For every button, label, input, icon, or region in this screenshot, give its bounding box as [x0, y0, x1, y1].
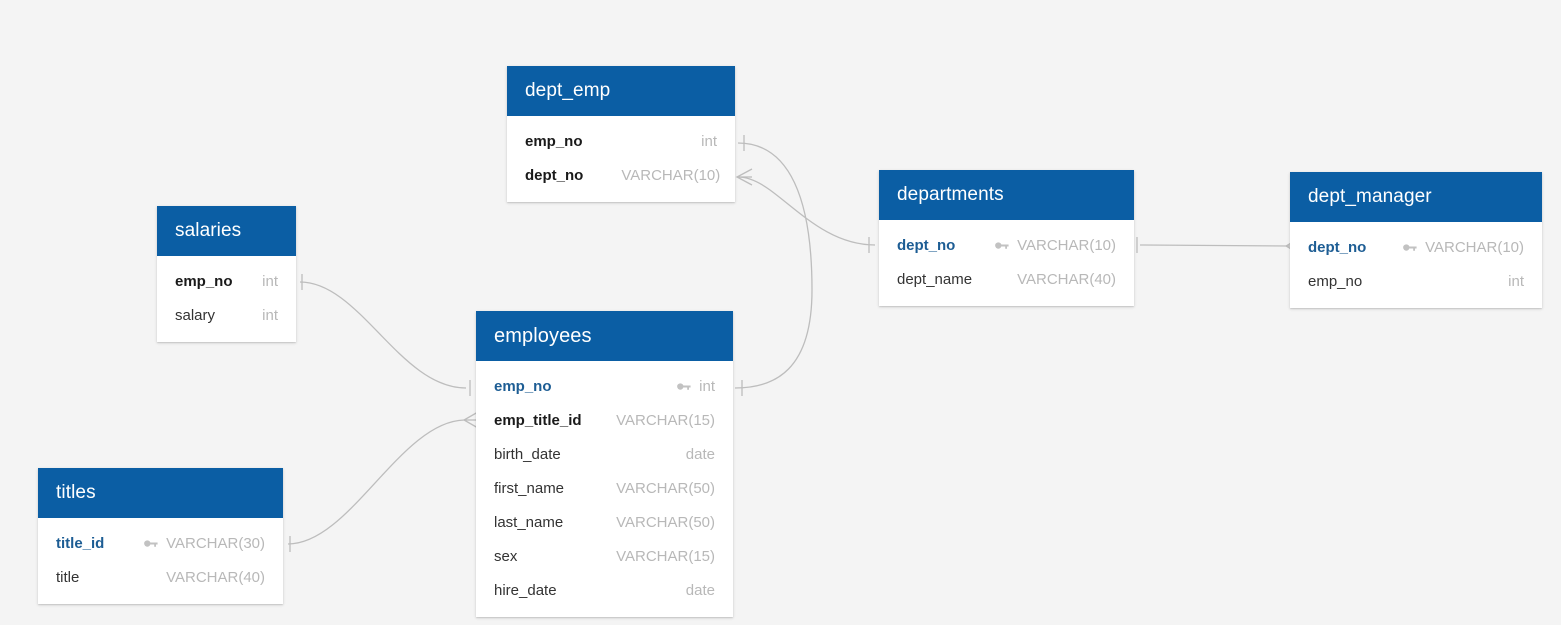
key-icon — [142, 535, 159, 552]
attribute-type: VARCHAR(10) — [621, 166, 721, 184]
attribute-name: dept_name — [897, 270, 973, 288]
attribute-name: emp_no — [494, 377, 552, 395]
attribute-type: int — [262, 272, 278, 290]
attribute-row[interactable]: title VARCHAR(40) — [38, 560, 283, 594]
entity-attributes: dept_no VARCHAR(10) emp_no int — [1290, 222, 1542, 308]
entity-employees[interactable]: employees emp_no int emp_title_id VARCHA… — [476, 311, 733, 617]
attribute-type: int — [262, 306, 278, 324]
attribute-name: dept_no — [897, 236, 956, 254]
attribute-name: hire_date — [494, 581, 557, 599]
attribute-name: title — [56, 568, 80, 586]
attribute-type: int — [699, 377, 715, 395]
attribute-name: emp_no — [1308, 272, 1363, 290]
attribute-name: emp_title_id — [494, 411, 582, 429]
entity-title: employees — [476, 311, 733, 361]
connector-titles-employees — [287, 411, 479, 552]
entity-attributes: title_id VARCHAR(30) title VARCHAR(40) — [38, 518, 283, 604]
entity-salaries[interactable]: salaries emp_no int salary int — [157, 206, 296, 342]
connector-employees-dept_emp — [734, 135, 813, 396]
attribute-name: dept_no — [525, 166, 584, 184]
attribute-row[interactable]: dept_name VARCHAR(40) — [879, 262, 1134, 296]
entity-attributes: emp_no int emp_title_id VARCHAR(15) birt… — [476, 361, 733, 617]
attribute-row[interactable]: last_name VARCHAR(50) — [476, 505, 733, 539]
entity-attributes: emp_no int salary int — [157, 256, 296, 342]
attribute-row[interactable]: birth_date date — [476, 437, 733, 471]
attribute-type: VARCHAR(40) — [166, 568, 265, 586]
attribute-name: salary — [175, 306, 216, 324]
attribute-row[interactable]: dept_no VARCHAR(10) — [879, 228, 1134, 262]
attribute-row[interactable]: emp_no int — [476, 369, 733, 403]
entity-title: titles — [38, 468, 283, 518]
attribute-name: dept_no — [1308, 238, 1367, 256]
entity-title: dept_manager — [1290, 172, 1542, 222]
attribute-type: VARCHAR(50) — [616, 513, 715, 531]
attribute-type: VARCHAR(30) — [166, 534, 265, 552]
attribute-row[interactable]: dept_no VARCHAR(10) — [1290, 230, 1542, 264]
key-icon — [675, 378, 692, 395]
attribute-row[interactable]: sex VARCHAR(15) — [476, 539, 733, 573]
attribute-type: VARCHAR(40) — [1017, 270, 1116, 288]
entity-title: dept_emp — [507, 66, 735, 116]
entity-title: salaries — [157, 206, 296, 256]
key-icon — [993, 237, 1010, 254]
entity-departments[interactable]: departments dept_no VARCHAR(10) dept_nam… — [879, 170, 1134, 306]
connector-salaries-employees — [299, 274, 471, 396]
attribute-type: date — [685, 581, 715, 599]
entity-attributes: emp_no int dept_no VARCHAR(10) — [507, 116, 735, 202]
attribute-type: VARCHAR(50) — [616, 479, 715, 497]
attribute-row[interactable]: emp_title_id VARCHAR(15) — [476, 403, 733, 437]
attribute-row[interactable]: first_name VARCHAR(50) — [476, 471, 733, 505]
attribute-type: int — [701, 132, 717, 150]
attribute-name: first_name — [494, 479, 565, 497]
attribute-row[interactable]: emp_no int — [157, 264, 296, 298]
attribute-name: emp_no — [175, 272, 233, 290]
attribute-type: VARCHAR(10) — [1017, 236, 1116, 254]
attribute-type: VARCHAR(15) — [616, 411, 715, 429]
attribute-row[interactable]: dept_no VARCHAR(10) — [507, 158, 735, 192]
attribute-name: sex — [494, 547, 518, 565]
key-icon — [1401, 239, 1418, 256]
attribute-row[interactable]: emp_no int — [1290, 264, 1542, 298]
attribute-name: title_id — [56, 534, 105, 552]
entity-title: departments — [879, 170, 1134, 220]
attribute-name: emp_no — [525, 132, 583, 150]
attribute-type: VARCHAR(10) — [1425, 238, 1524, 256]
connector-departments-dept_manager — [1139, 237, 1301, 255]
attribute-row[interactable]: title_id VARCHAR(30) — [38, 526, 283, 560]
attribute-type: int — [1508, 272, 1524, 290]
attribute-type: VARCHAR(15) — [616, 547, 715, 565]
attribute-name: birth_date — [494, 445, 561, 463]
attribute-row[interactable]: hire_date date — [476, 573, 733, 607]
entity-titles[interactable]: titles title_id VARCHAR(30) title VARCHA… — [38, 468, 283, 604]
entity-dept_manager[interactable]: dept_manager dept_no VARCHAR(10) emp_no … — [1290, 172, 1542, 308]
entity-attributes: dept_no VARCHAR(10) dept_name VARCHAR(40… — [879, 220, 1134, 306]
attribute-row[interactable]: emp_no int — [507, 124, 735, 158]
attribute-row[interactable]: salary int — [157, 298, 296, 332]
entity-dept_emp[interactable]: dept_emp emp_no int dept_no VARCHAR(10) — [507, 66, 735, 202]
attribute-type: date — [685, 445, 715, 463]
attribute-name: last_name — [494, 513, 564, 531]
